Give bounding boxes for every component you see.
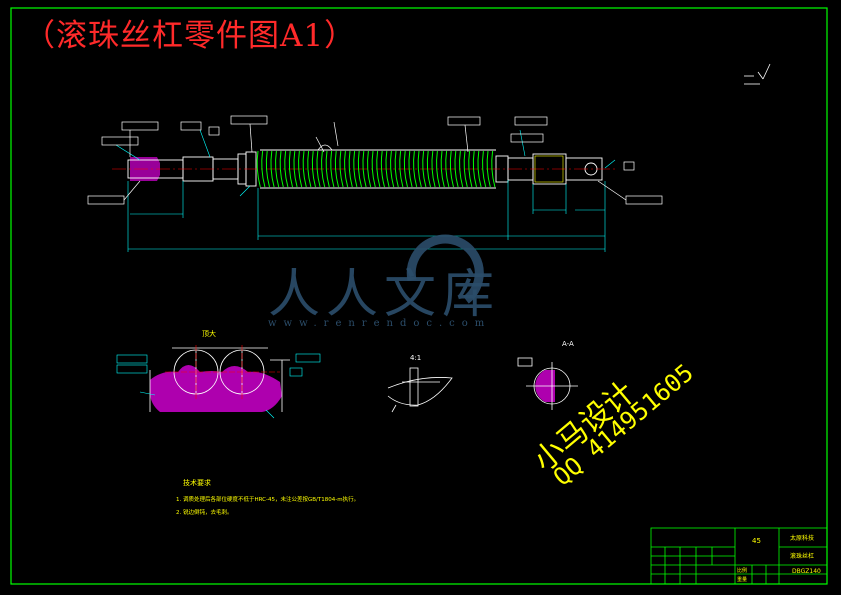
thread-coil [279,150,284,188]
thread-coil [440,150,445,188]
thread-coil [403,150,408,188]
thread-coil [445,150,450,188]
thread-coil [256,150,261,188]
thread-coil [449,150,454,188]
thread-coil [408,150,413,188]
tech-req-heading: 技术要求 [183,479,211,487]
title-block-part-name: 滚珠丝杠 [790,553,815,560]
thread-coil [265,150,270,188]
thread-coil [390,150,395,188]
title-block [650,527,828,585]
thread-coil [362,150,367,188]
thread-coil [426,150,431,188]
tech-req-item-1: 1. 调质处理后各部位硬度不低于HRC-45，未注公差按GB/T1804-m执行… [176,497,360,503]
thread-coil [385,150,390,188]
thread-coil [376,150,381,188]
title-block-weight-label: 重量 [737,577,748,583]
thread-coil [454,150,459,188]
thread-coil [330,150,335,188]
thread-coil [468,150,473,188]
thread-coil [348,150,353,188]
thread-coil [431,150,436,188]
detail-scale-label: 4:1 [410,354,422,362]
thread-coil [316,150,321,188]
title-block-company: 太原科技 [790,535,815,542]
surface-roughness-symbol [744,63,771,85]
thread-coil [477,150,482,188]
thread-coil [486,150,491,188]
thread-coil [417,150,422,188]
thread-coil [371,150,376,188]
title-block-drawing-no: DBGZ140 [792,568,821,575]
thread-coil [353,150,358,188]
dimension-lines [115,129,616,252]
shaft-main-view [112,149,616,189]
thread-coil [399,150,404,188]
thread-coil [459,150,464,188]
thread-coil [413,150,418,188]
drawing-frame [10,7,828,585]
thread-profile-detail [116,345,321,419]
thread-coil [275,150,280,188]
thread-coil [463,150,468,188]
thread-coil [325,150,330,188]
thread-coil [482,150,487,188]
thread-coil [270,150,275,188]
thread-coil [284,150,289,188]
thread-coil [321,150,326,188]
thread-leader [315,121,339,153]
thread-coil [298,150,303,188]
thread-coil [394,150,399,188]
thread-coil [491,150,496,188]
drawing-title: （滚珠丝杠零件图A1） [24,18,357,54]
section-aa-label: A-A [562,340,574,348]
thread-coil [261,150,266,188]
thread-coil [367,150,372,188]
watermark-site: www.renrendoc.com [268,318,492,329]
thread-section [256,150,496,188]
thread-coil [288,150,293,188]
title-block-scale-label: 比例 [737,568,748,574]
thread-coil [436,150,441,188]
thread-detail-label: 顶大 [202,330,216,338]
thread-coil [307,150,312,188]
tech-req-item-2: 2. 锐边倒钝，去毛刺。 [176,510,233,516]
thread-coil [302,150,307,188]
thread-coil [293,150,298,188]
thread-coil [380,150,385,188]
thread-coil [311,150,316,188]
thread-coil [334,150,339,188]
thread-coil [357,150,362,188]
watermark-logo [406,234,484,304]
section-aa [517,357,578,410]
title-block-material: 45 [752,537,761,545]
thread-coil [472,150,477,188]
watermark-brand: 人人文库 [268,265,501,325]
thread-coil [344,150,349,188]
thread-coil [339,150,344,188]
detail-4-1 [387,367,453,413]
thread-coil [422,150,427,188]
gdt-frames [87,115,663,205]
